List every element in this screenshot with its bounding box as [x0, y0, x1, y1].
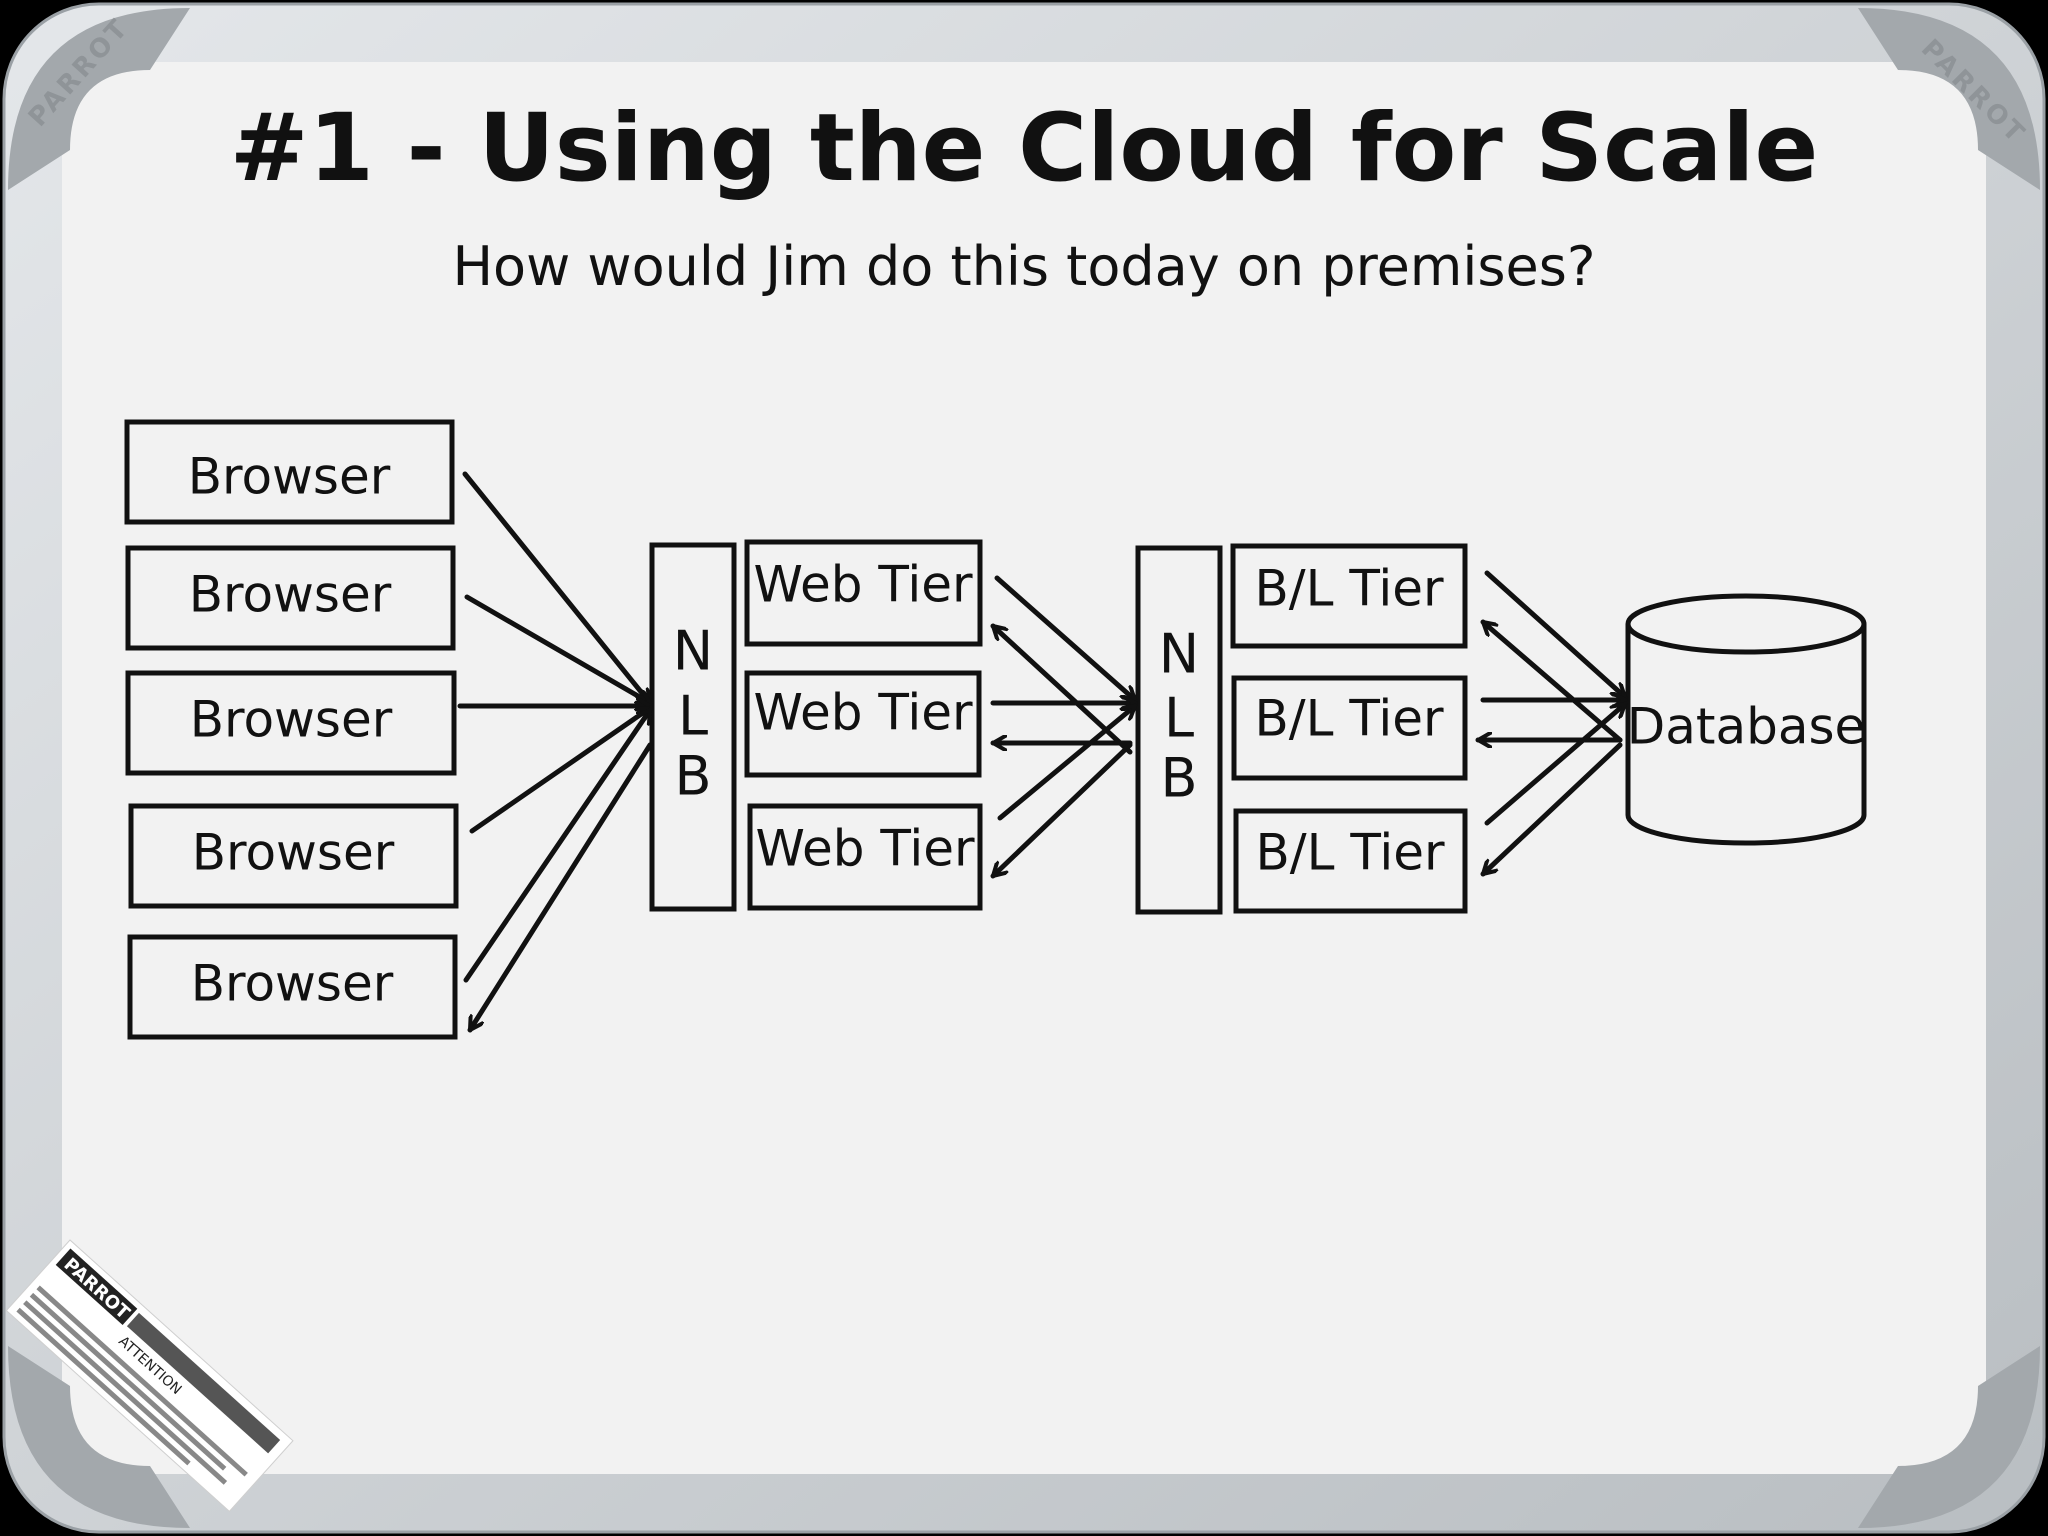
whiteboard-surface: [62, 62, 1986, 1474]
web-tier-label: Web Tier: [753, 556, 973, 614]
connectors-web-to-nlb: [993, 575, 1135, 876]
arrow: [463, 710, 653, 983]
arrow: [1483, 742, 1623, 874]
arrow: [997, 706, 1135, 821]
nlb-right-box: N L B: [1135, 545, 1223, 915]
arrow: [469, 705, 650, 834]
nlb-letter: L: [1164, 687, 1194, 750]
connectors-bl-to-database: [1475, 570, 1625, 874]
browser-box: Browser: [124, 419, 455, 525]
browser-label: Browser: [190, 691, 393, 749]
nlb-letter: N: [1159, 623, 1199, 686]
browser-box: Browser: [125, 670, 457, 776]
browser-label: Browser: [191, 955, 394, 1013]
bl-tier-label: B/L Tier: [1254, 560, 1444, 618]
database-label: Database: [1627, 698, 1866, 756]
nlb-letter: L: [678, 685, 708, 748]
web-tier-box: Web Tier: [744, 539, 983, 647]
nlb-letter: N: [673, 620, 713, 683]
database-cylinder: Database: [1625, 593, 1867, 846]
browser-label: Browser: [188, 448, 391, 506]
browser-box: Browser: [127, 934, 458, 1040]
web-tier-box: Web Tier: [747, 803, 983, 911]
arrow: [462, 471, 650, 703]
arrow: [1484, 570, 1625, 697]
arrow: [994, 575, 1135, 700]
browser-label: Browser: [192, 824, 395, 882]
nlb-letter: B: [674, 745, 711, 808]
bl-tier-box: B/L Tier: [1233, 808, 1468, 914]
diagram-subtitle: How would Jim do this today on premises?: [452, 235, 1595, 298]
bl-tier-label: B/L Tier: [1255, 824, 1445, 882]
browser-box: Browser: [125, 545, 456, 651]
corner-cap-bottom-left: [8, 1346, 190, 1528]
diagram-title: #1 - Using the Cloud for Scale: [230, 94, 1819, 203]
browser-box: Browser: [128, 803, 459, 909]
corner-cap-bottom-right: [1858, 1346, 2040, 1528]
bl-tier-label: B/L Tier: [1254, 690, 1444, 748]
bl-tier-box: B/L Tier: [1231, 675, 1468, 781]
browser-label: Browser: [189, 566, 392, 624]
web-tier-label: Web Tier: [753, 684, 973, 742]
arrow: [1483, 622, 1623, 743]
warning-sticker: PARROT ATTENTION: [5, 1239, 294, 1513]
arrow: [467, 742, 653, 1030]
connectors-browsers-to-nlb: [457, 471, 653, 1030]
arrow: [993, 742, 1133, 876]
web-tier-label: Web Tier: [755, 820, 975, 878]
arrow: [1484, 704, 1625, 826]
nlb-letter: B: [1160, 747, 1197, 810]
arrow: [464, 594, 650, 706]
bl-tier-box: B/L Tier: [1230, 543, 1468, 649]
nlb-left-box: N L B: [649, 542, 737, 912]
web-tier-box: Web Tier: [744, 670, 982, 778]
